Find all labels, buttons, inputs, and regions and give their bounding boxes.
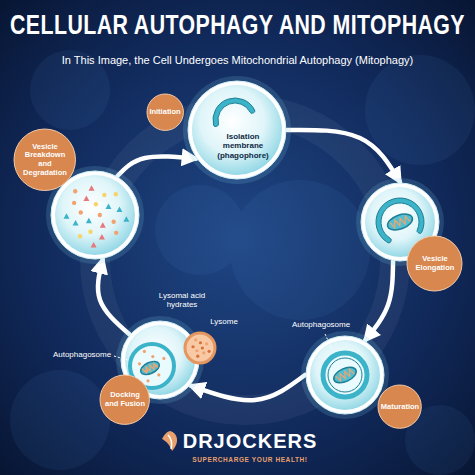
stage-name: Vesicle Breakdown and Degradation [22, 143, 68, 178]
logo-icon [162, 431, 177, 451]
brand-logo: DRJOCKERS [183, 430, 318, 453]
leader-line [325, 334, 332, 349]
stage-name: Vesicle Elongation [411, 255, 459, 272]
stage-circle: Vesicle Elongation [360, 182, 440, 262]
phagophore-membrane [213, 98, 255, 127]
bokeh-blobs [10, 50, 475, 475]
stage-badge: Maturation [377, 384, 422, 429]
stage-name: Docking and Fusion [104, 391, 146, 408]
stage-badge: Vesicle Elongation [406, 235, 463, 292]
membrane-label: Isolation membrane (phagophore) [210, 132, 276, 160]
stage-name: Initiation [149, 108, 180, 117]
part-label: Lysomal acid hydrates [151, 291, 213, 309]
mitochondrion [331, 364, 358, 386]
mitochondrion [139, 359, 162, 377]
stage-badge: Vesicle Breakdown and Degradation [13, 128, 77, 192]
cycle-arrow [118, 156, 197, 176]
stage-illustration [305, 335, 385, 415]
cycle-arrow [287, 130, 400, 182]
stage-circle: Vesicle Breakdown and Degradation [50, 170, 140, 260]
leader-line [114, 356, 128, 360]
cycle-arrow [365, 261, 393, 340]
mitochondrion [385, 211, 414, 233]
stage-name: Maturation [381, 403, 419, 412]
cycle-arrow [98, 259, 129, 334]
title: CELLULAR AUTOPHAGY AND MITOPHAGY [10, 10, 465, 41]
faint-ring [95, 110, 395, 410]
stage-badge: Docking and Fusion [99, 374, 150, 425]
stage-circle: Docking and FusionLysomal acid hydratesL… [120, 320, 200, 400]
lysosome [185, 333, 215, 363]
subtitle: In This Image, the Cell Undergoes Mitoch… [62, 54, 413, 66]
part-label: Autophagosome [53, 350, 111, 359]
phagophore-membrane [376, 198, 424, 243]
part-label: Autophagosome [292, 320, 350, 329]
part-label: Lysome [210, 317, 238, 326]
stage-circle: InitiationIsolation membrane (phagophore… [187, 80, 287, 180]
stage-badge: Initiation [146, 93, 184, 131]
brand-tagline: SUPERCHARGE YOUR HEALTH! [192, 456, 307, 463]
stage-circle: MaturationAutophagosome [305, 335, 385, 415]
stage-illustration [187, 80, 287, 180]
cycle-arrow [191, 375, 305, 400]
